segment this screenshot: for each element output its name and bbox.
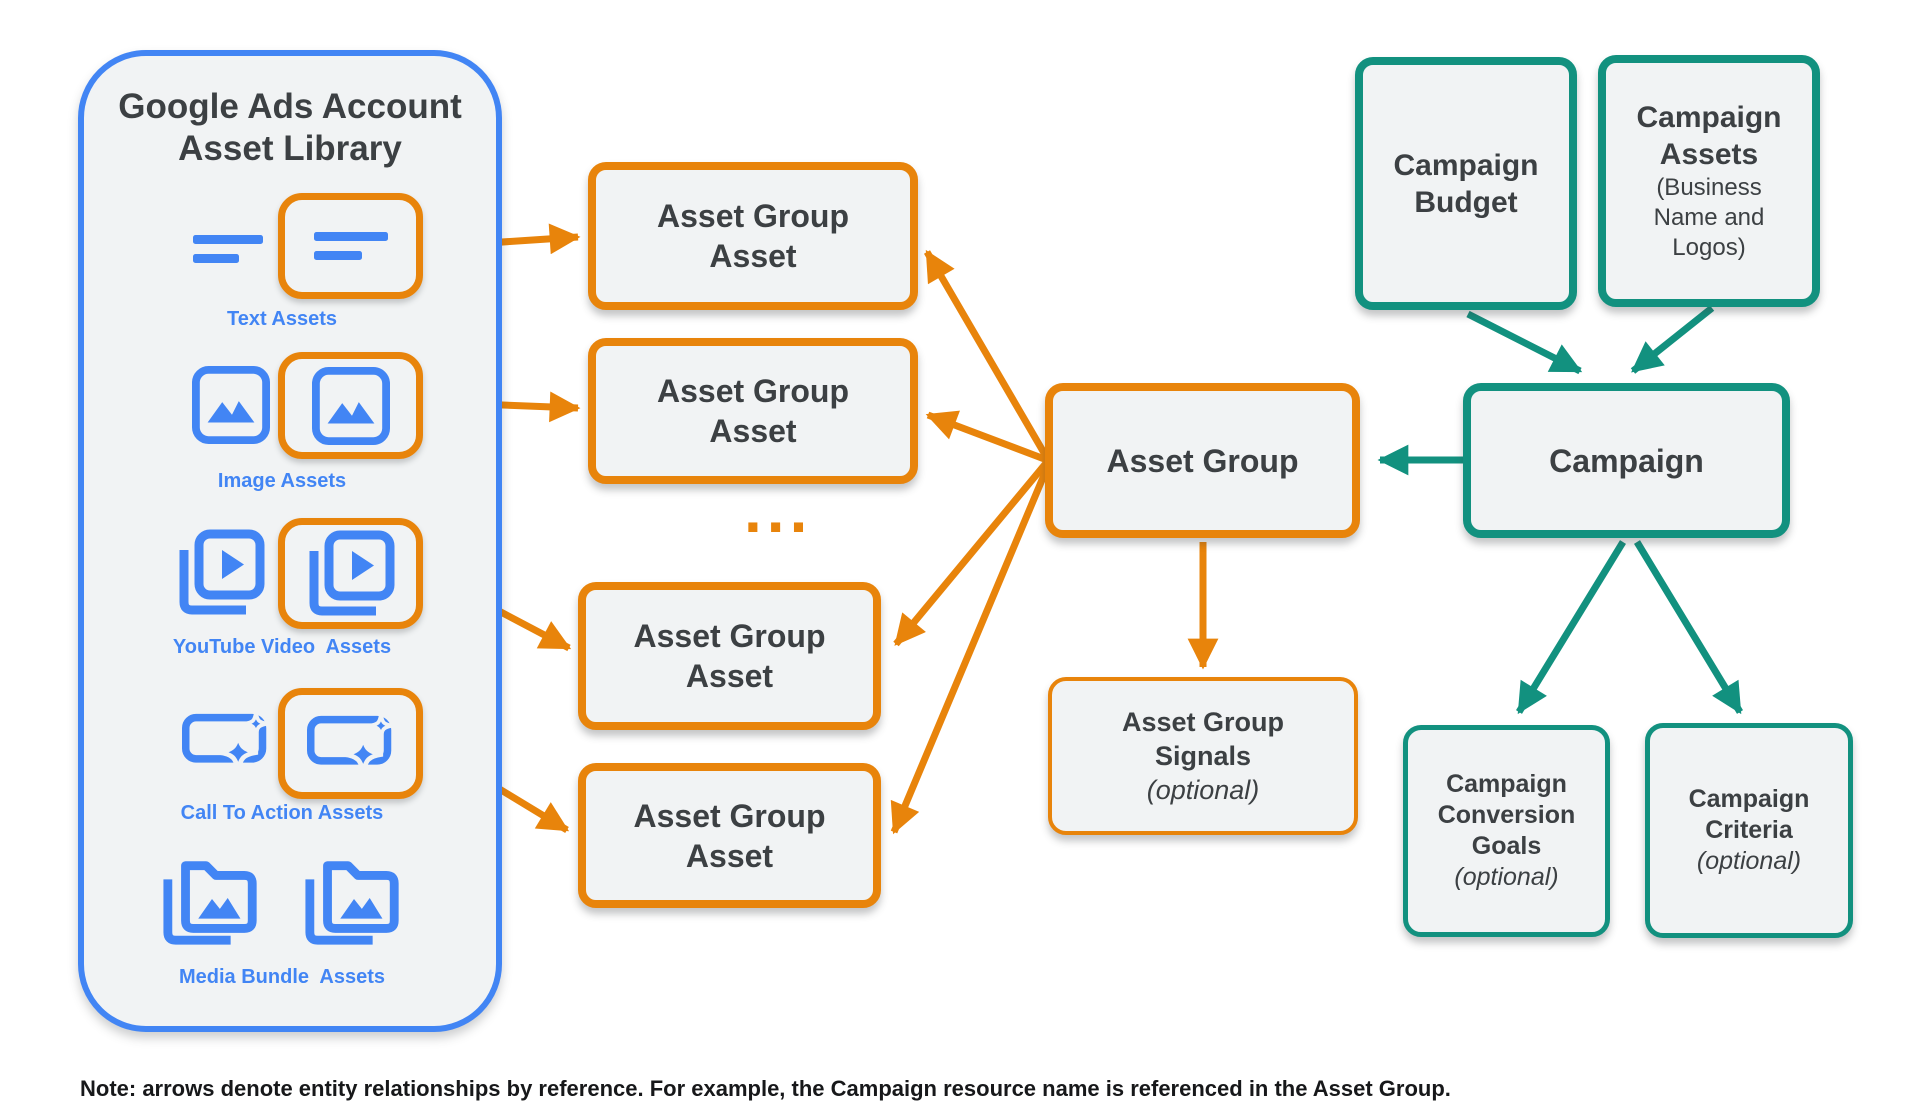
selected-text-asset-outline — [278, 193, 423, 299]
campaign-assets-sublabel: (Business Name and Logos) — [1653, 174, 1765, 261]
campaign-box: Campaign — [1463, 383, 1790, 538]
selected-youtube-video-asset-outline — [278, 518, 423, 629]
asset-group-box: Asset Group — [1045, 383, 1360, 538]
youtube-video-asset-icon — [176, 528, 266, 618]
campaign-assets-box: Campaign Assets (Business Name and Logos… — [1598, 55, 1820, 307]
note-text: Note: arrows denote entity relationships… — [80, 1076, 1451, 1101]
youtube-video-assets-label: YouTube Video Assets — [172, 636, 392, 658]
call-to-action-asset-icon — [182, 708, 270, 776]
media-bundle-asset-icon — [160, 853, 264, 947]
asset-group-asset-label: Asset — [709, 413, 797, 449]
asset-group-asset-label: Asset Group — [656, 198, 850, 234]
call-to-action-asset-icon — [306, 713, 393, 774]
media-bundle-assets-label: Media Bundle Assets — [179, 966, 385, 988]
image-asset-icon — [192, 366, 270, 444]
campaign-conversion-goals-optional-label: (optional) — [1454, 863, 1559, 891]
library-title: Google Ads Account Asset Library — [118, 87, 462, 168]
text-asset-icon — [193, 235, 263, 263]
campaign-budget-label: Campaign Budget — [1393, 148, 1539, 219]
campaign-conversion-goals-box: Campaign Conversion Goals (optional) — [1403, 725, 1610, 937]
asset-group-asset-label: Asset — [709, 238, 797, 274]
text-assets-label: Text Assets — [226, 308, 338, 330]
image-asset-icon — [311, 366, 390, 445]
image-assets-label: Image Assets — [217, 470, 347, 492]
asset-group-asset-label: Asset — [685, 837, 774, 874]
campaign-assets-label: Campaign Assets — [1636, 101, 1782, 171]
selected-call-to-action-asset-outline — [278, 688, 423, 799]
asset-group-asset-box-1: Asset Group Asset — [588, 162, 918, 310]
asset-group-asset-box-2: Asset Group Asset — [588, 338, 918, 484]
asset-group-asset-box-4: Asset Group Asset — [578, 763, 881, 908]
youtube-video-asset-icon — [309, 530, 394, 615]
ellipsis: ... — [744, 474, 813, 546]
asset-group-asset-label: Asset Group — [633, 797, 826, 834]
asset-group-asset-label: Asset — [685, 658, 774, 694]
asset-group-label: Asset Group — [1106, 442, 1299, 479]
call-to-action-assets-label: Call To Action Assets — [180, 802, 384, 824]
asset-group-asset-label: Asset Group — [633, 618, 826, 654]
campaign-budget-box: Campaign Budget — [1355, 57, 1577, 310]
text-asset-icon — [313, 232, 388, 260]
selected-image-asset-outline — [278, 352, 423, 459]
campaign-criteria-label: Campaign Criteria — [1688, 785, 1810, 844]
asset-group-asset-label: Asset Group — [656, 373, 850, 409]
teal-arrows — [1377, 305, 1743, 715]
campaign-criteria-optional-label: (optional) — [1696, 847, 1802, 875]
asset-group-signals-optional-label: (optional) — [1146, 775, 1260, 805]
asset-group-asset-box-3: Asset Group Asset — [578, 582, 881, 730]
campaign-label: Campaign — [1549, 442, 1704, 479]
campaign-criteria-box: Campaign Criteria (optional) — [1645, 723, 1853, 938]
asset-group-signals-box: Asset Group Signals (optional) — [1048, 677, 1358, 835]
asset-group-signals-label: Asset Group Signals — [1121, 707, 1285, 771]
campaign-conversion-goals-label: Campaign Conversion Goals — [1437, 770, 1576, 860]
media-bundle-asset-icon — [302, 853, 406, 947]
